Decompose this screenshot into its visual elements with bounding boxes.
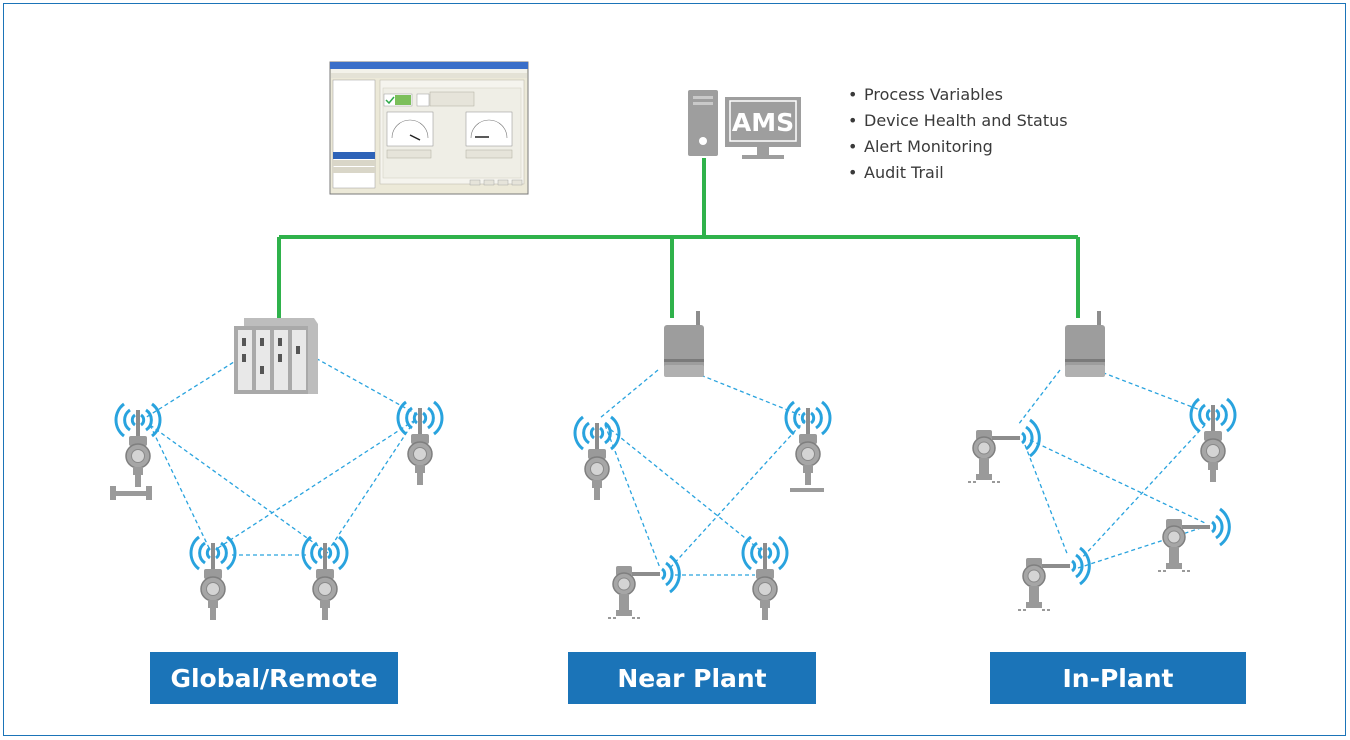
diagram-frame — [3, 3, 1346, 736]
wireless-transmitter — [1016, 546, 1091, 612]
label-global-remote: Global/Remote — [150, 652, 398, 704]
wireless-transmitter — [573, 415, 621, 502]
feature-item: •Alert Monitoring — [848, 137, 993, 156]
computer-tower — [688, 90, 718, 156]
label-in-plant: In-Plant — [990, 652, 1246, 704]
wireless-transmitter — [396, 400, 444, 487]
mesh-links — [144, 354, 1211, 576]
ams-label: AMS — [732, 108, 794, 137]
ams-workstation: AMS — [688, 90, 801, 159]
wireless-transmitter — [966, 418, 1041, 484]
wireless-transmitter — [114, 402, 162, 489]
wireless-gateway — [664, 311, 704, 377]
feature-item: •Process Variables — [848, 85, 1003, 104]
wireless-transmitter — [606, 554, 681, 620]
wireless-transmitter — [189, 535, 237, 622]
wireless-transmitter — [1189, 397, 1237, 484]
feature-item: •Device Health and Status — [848, 111, 1068, 130]
feature-item: •Audit Trail — [848, 163, 944, 182]
controller-rack — [234, 318, 318, 394]
wireless-transmitter — [1156, 507, 1231, 573]
wireless-transmitter — [741, 535, 789, 622]
wireless-transmitter — [784, 400, 832, 487]
backbone-links — [277, 158, 1080, 318]
ams-feature-list: •Process Variables •Device Health and St… — [848, 82, 1068, 186]
software-screenshot — [329, 61, 529, 195]
label-near-plant: Near Plant — [568, 652, 816, 704]
wireless-transmitter — [301, 535, 349, 622]
wireless-gateway — [1065, 311, 1105, 377]
